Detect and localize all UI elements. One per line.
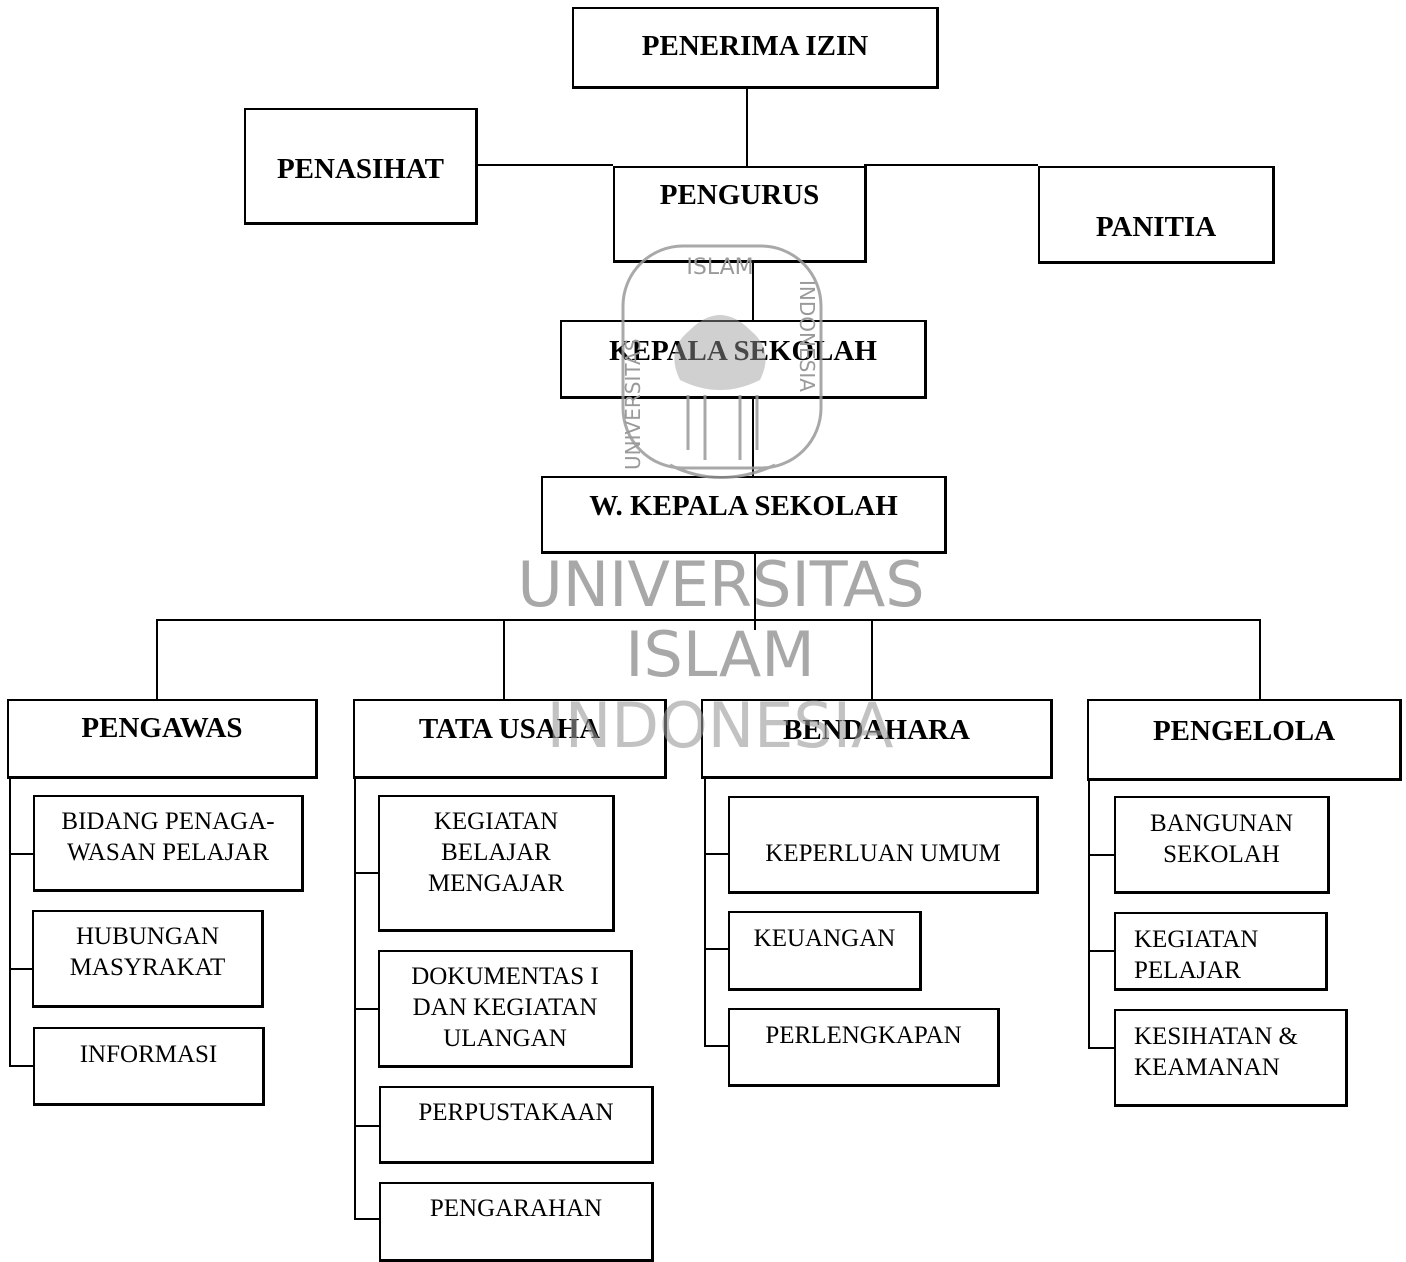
kesihatan-keamanan-box: KESIHATAN & KEAMANAN (1114, 1009, 1348, 1107)
connector-line (354, 872, 379, 874)
keuangan-label: KEUANGAN (753, 925, 896, 952)
connector-line (9, 777, 11, 1067)
tata-usaha-label: TATA USAHA (418, 713, 601, 745)
tata-usaha-box: TATA USAHA (353, 699, 667, 779)
connector-line (354, 1218, 379, 1220)
keuangan-box: KEUANGAN (728, 911, 922, 991)
connector-line (354, 1008, 379, 1010)
bidang-pengawasan-pelajar-box: BIDANG PENAGA- WASAN PELAJAR (33, 795, 304, 892)
connector-line (704, 777, 706, 1047)
connector-line (503, 619, 505, 699)
pengurus-label: PENGURUS (659, 179, 820, 211)
pengelola-box: PENGELOLA (1087, 699, 1402, 781)
perlengkapan-box: PERLENGKAPAN (728, 1008, 1000, 1087)
panitia-label: PANITIA (1095, 211, 1217, 243)
perpustakaan-box: PERPUSTAKAAN (379, 1086, 654, 1164)
kepala-sekolah-label: KEPALA SEKOLAH (609, 335, 877, 367)
connector-line (754, 552, 756, 630)
pengarahan-box: PENGARAHAN (379, 1182, 654, 1262)
panitia-box: PANITIA (1038, 166, 1275, 264)
informasi-box: INFORMASI (33, 1027, 265, 1106)
connector-line (354, 777, 356, 1220)
connector-line (704, 948, 729, 950)
kegiatan-belajar-mengajar-label: KEGIATAN BELAJAR MENGAJAR (427, 808, 565, 897)
pengarahan-label: PENGARAHAN (429, 1195, 603, 1222)
informasi-label: INFORMASI (79, 1041, 218, 1068)
kesihatan-keamanan-label: KESIHATAN & KEAMANAN (1134, 1023, 1298, 1081)
bendahara-box: BENDAHARA (701, 699, 1053, 779)
connector-line (156, 619, 158, 699)
dokumentasi-kegiatan-ulangan-box: DOKUMENTAS I DAN KEGIATAN ULANGAN (378, 950, 633, 1068)
bangunan-sekolah-label: BANGUNAN SEKOLAH (1149, 810, 1294, 868)
keperluan-umum-box: KEPERLUAN UMUM (728, 796, 1039, 894)
wakil-kepala-sekolah-box: W. KEPALA SEKOLAH (541, 476, 947, 554)
connector-line (1088, 950, 1115, 952)
connector-line (704, 853, 729, 855)
keperluan-umum-label: KEPERLUAN UMUM (765, 840, 1001, 867)
connector-line (1088, 1047, 1115, 1049)
connector-line (752, 397, 754, 477)
connector-line (9, 968, 34, 970)
pengawas-box: PENGAWAS (7, 699, 318, 779)
connector-line (752, 262, 754, 322)
kegiatan-belajar-mengajar-box: KEGIATAN BELAJAR MENGAJAR (378, 795, 615, 932)
connector-line (156, 619, 1261, 621)
connector-line (1259, 619, 1261, 699)
wakil-kepala-sekolah-label: W. KEPALA SEKOLAH (589, 490, 898, 522)
bangunan-sekolah-box: BANGUNAN SEKOLAH (1114, 796, 1330, 894)
pengelola-label: PENGELOLA (1152, 715, 1336, 747)
hubungan-masyarakat-box: HUBUNGAN MASYRAKAT (32, 910, 264, 1008)
connector-line (864, 164, 1038, 166)
dokumentasi-kegiatan-ulangan-label: DOKUMENTAS I DAN KEGIATAN ULANGAN (411, 963, 599, 1052)
connector-line (477, 164, 613, 166)
perlengkapan-label: PERLENGKAPAN (765, 1022, 962, 1049)
kegiatan-pelajar-box: KEGIATAN PELAJAR (1114, 912, 1328, 991)
connector-line (1088, 854, 1115, 856)
perpustakaan-label: PERPUSTAKAAN (418, 1099, 614, 1126)
connector-line (746, 88, 748, 166)
pengurus-box: PENGURUS (613, 166, 867, 263)
hubungan-masyarakat-label: HUBUNGAN MASYRAKAT (69, 923, 226, 981)
connector-line (9, 853, 34, 855)
penerima-izin-label: PENERIMA IZIN (641, 30, 869, 62)
kepala-sekolah-box: KEPALA SEKOLAH (560, 320, 927, 399)
penasihat-box: PENASIHAT (244, 108, 478, 225)
connector-line (1088, 777, 1090, 1049)
bidang-pengawasan-pelajar-label: BIDANG PENAGA- WASAN PELAJAR (61, 808, 275, 866)
connector-line (354, 1125, 379, 1127)
connector-line (704, 1045, 729, 1047)
penasihat-label: PENASIHAT (276, 153, 445, 185)
penerima-izin-box: PENERIMA IZIN (572, 7, 939, 89)
pengawas-label: PENGAWAS (81, 712, 243, 744)
connector-line (871, 619, 873, 699)
connector-line (9, 1065, 34, 1067)
bendahara-label: BENDAHARA (783, 714, 970, 746)
kegiatan-pelajar-label: KEGIATAN PELAJAR (1134, 926, 1259, 984)
